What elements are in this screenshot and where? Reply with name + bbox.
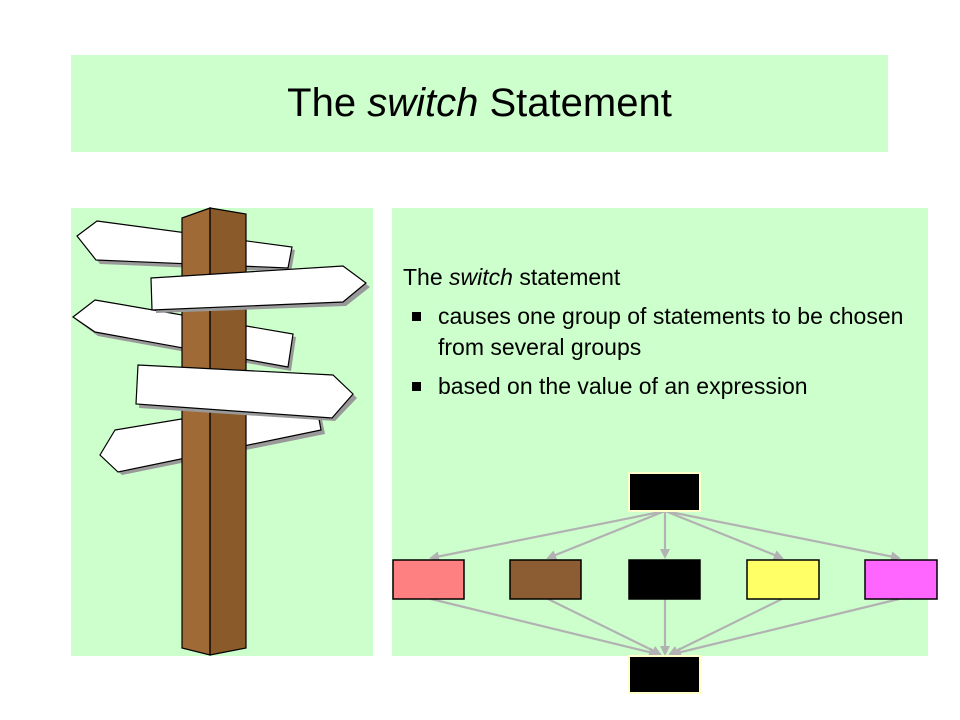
decision-box (628, 472, 701, 512)
title-keyword: switch (367, 81, 479, 125)
branch-arrow (664, 509, 901, 562)
branch-arrow (546, 509, 666, 560)
branch-arrow (429, 509, 666, 562)
sign-front-top-right (150, 265, 370, 313)
bullet-item: causes one group of statements to be cho… (403, 301, 923, 363)
intro-line: The switch statement (403, 262, 923, 293)
merge-box (628, 655, 701, 694)
sign-front-mid-right (135, 364, 357, 421)
post (181, 207, 247, 656)
title-suffix: Statement (489, 81, 672, 125)
case-box (746, 559, 820, 600)
merge-arrow (430, 597, 659, 657)
branch-arrow (664, 509, 784, 560)
bullet-text: based on the value of an expression (438, 373, 808, 399)
slide-content: The switch statement causes one group of… (403, 262, 923, 410)
slide-title: The switch Statement (71, 55, 888, 152)
case-box (864, 559, 938, 600)
merge-arrow (668, 598, 783, 655)
intro-prefix: The (403, 264, 443, 290)
merge-arrow (671, 597, 900, 657)
case-box (509, 559, 582, 600)
intro-suffix: statement (519, 264, 621, 290)
title-prefix: The (287, 81, 357, 125)
bullet-text: causes one group of statements to be cho… (438, 303, 904, 360)
square-bullet-icon (412, 382, 421, 391)
merge-arrow (547, 598, 662, 655)
intro-keyword: switch (449, 264, 513, 290)
case-box (392, 559, 465, 600)
case-box (628, 559, 701, 600)
square-bullet-icon (412, 312, 421, 321)
bullet-item: based on the value of an expression (403, 371, 923, 402)
